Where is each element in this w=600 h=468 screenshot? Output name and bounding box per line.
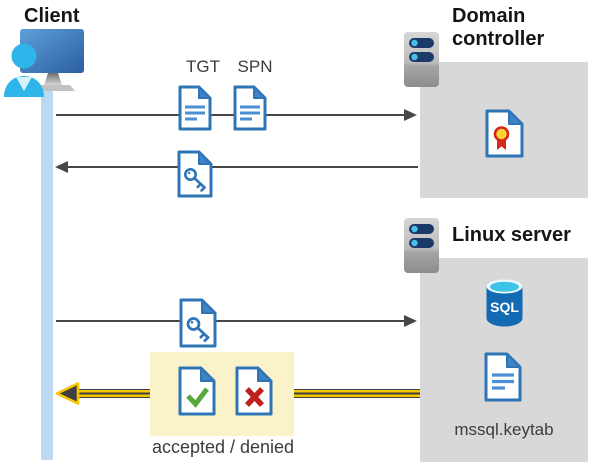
linux-server-icon xyxy=(403,217,440,274)
check-icon xyxy=(186,387,209,408)
accepted-denied-caption: accepted / denied xyxy=(151,437,295,457)
sql-database-icon: SQL xyxy=(484,278,525,328)
arrowhead-right-icon xyxy=(404,109,417,121)
spn-document-icon xyxy=(232,85,268,132)
client-workstation-icon xyxy=(2,27,86,97)
tgt-label: TGT xyxy=(186,57,220,76)
x-icon xyxy=(244,387,265,407)
keytab-caption: mssql.keytab xyxy=(454,420,554,439)
arrow-client-to-dc xyxy=(56,114,404,116)
accepted-document-icon xyxy=(177,366,217,416)
arrowhead-left-icon xyxy=(55,161,68,173)
tgt-document-icon xyxy=(177,85,213,132)
denied-document-icon xyxy=(234,366,274,416)
monitor-stand xyxy=(44,73,62,85)
certificate-document-icon xyxy=(484,109,525,158)
monitor-icon xyxy=(20,29,84,73)
linux-server-title: Linux server xyxy=(452,224,571,246)
client-title: Client xyxy=(24,5,80,27)
monitor-base xyxy=(34,85,75,91)
spn-label: SPN xyxy=(237,57,273,76)
sql-badge-text: SQL xyxy=(490,299,519,315)
key-document-icon xyxy=(178,298,218,348)
yellow-arrowhead-left-icon xyxy=(55,382,80,405)
client-timeline-bar xyxy=(41,91,53,460)
keytab-document-icon xyxy=(483,352,523,402)
arrow-client-to-linux xyxy=(56,320,404,322)
domain-controller-title: Domain controller xyxy=(452,5,545,50)
arrow-dc-to-client xyxy=(68,166,418,168)
user-icon xyxy=(4,43,44,97)
key-document-icon xyxy=(176,150,214,198)
domain-controller-server-icon xyxy=(403,31,440,88)
arrowhead-right-icon xyxy=(404,315,417,327)
